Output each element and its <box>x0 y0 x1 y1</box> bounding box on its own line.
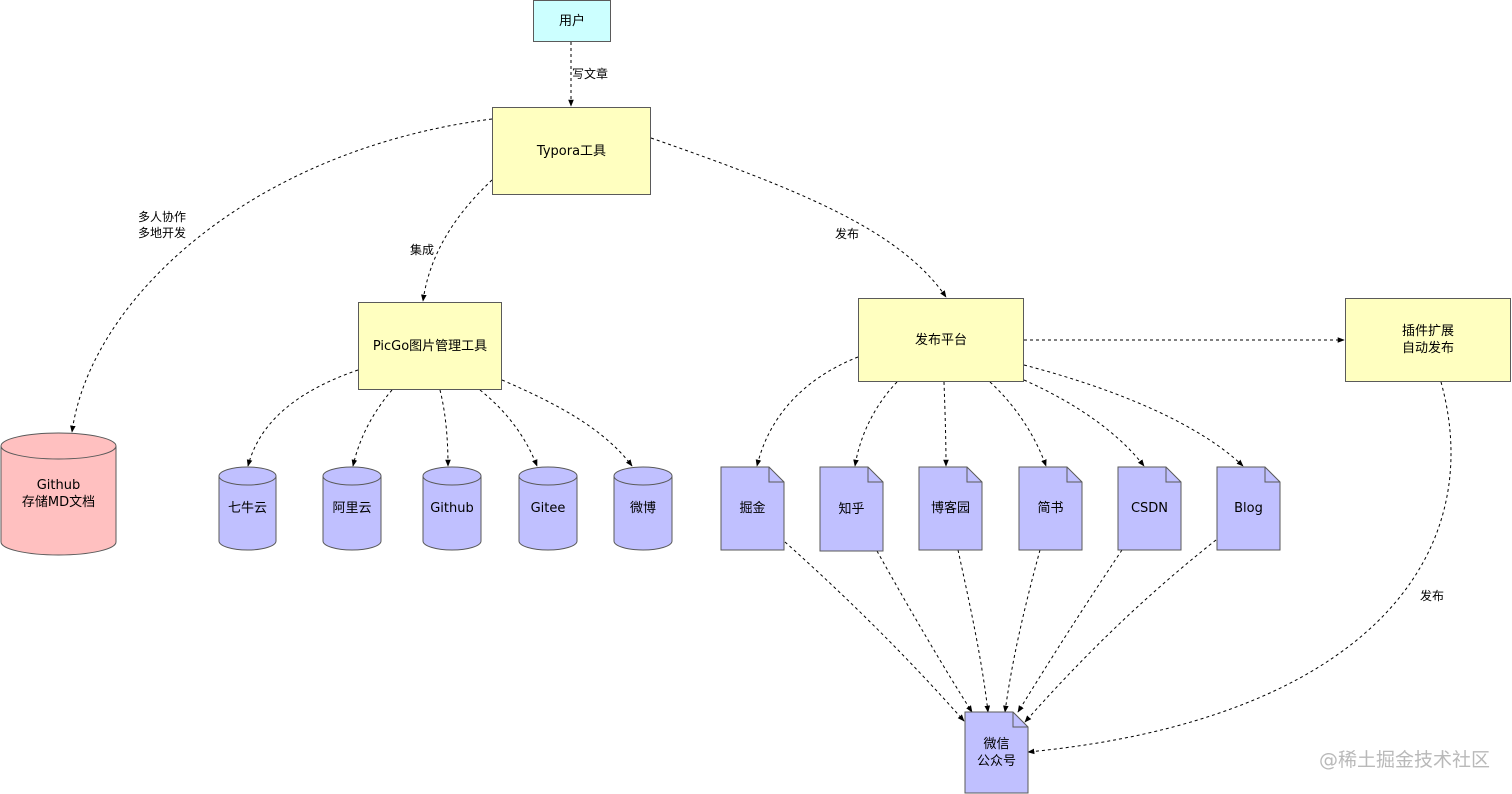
node-user-label: 用户 <box>558 13 585 29</box>
document-shape <box>1216 466 1281 551</box>
node-csdn[interactable]: CSDN <box>1117 466 1182 551</box>
edge-typora-platform <box>650 137 947 298</box>
node-wechat[interactable]: 微信 公众号 <box>964 711 1029 794</box>
node-aliyun-label: 阿里云 <box>332 501 372 516</box>
cylinder-shape <box>218 466 277 551</box>
edge-label-publish-plugin: 发布 <box>1420 589 1445 603</box>
edge-csdn-wechat <box>1017 549 1123 713</box>
edge-label-write: 写文章 <box>572 67 609 81</box>
node-aliyun[interactable]: 阿里云 <box>322 466 382 551</box>
edge-jianshu-wechat <box>1003 549 1041 713</box>
node-wechat-label: 微信 公众号 <box>976 736 1016 769</box>
node-github-label: Github <box>430 501 474 516</box>
edge-blog-wechat <box>1024 539 1217 723</box>
node-zhihu-label: 知乎 <box>838 501 865 517</box>
edge-picgo-qiniu <box>246 369 359 467</box>
edge-label-integrate: 集成 <box>410 243 435 257</box>
node-github-repo[interactable]: Github 存储MD文档 <box>0 432 117 556</box>
node-csdn-label: CSDN <box>1130 501 1169 516</box>
node-blog[interactable]: Blog <box>1216 466 1281 551</box>
node-picgo[interactable]: PicGo图片管理工具 <box>358 302 502 390</box>
document-shape <box>918 466 983 551</box>
node-cnblogs[interactable]: 博客园 <box>918 466 983 551</box>
node-github-repo-label: Github 存储MD文档 <box>21 478 96 510</box>
edge-juejin-wechat <box>784 541 965 722</box>
edge-picgo-gitee <box>479 389 538 467</box>
node-blog-label: Blog <box>1234 501 1263 516</box>
node-plugin[interactable]: 插件扩展 自动发布 <box>1345 298 1511 382</box>
node-jianshu[interactable]: 简书 <box>1018 466 1083 551</box>
edge-picgo-github <box>439 389 451 467</box>
edge-label-publish: 发布 <box>835 227 860 241</box>
edge-platform-csdn <box>1023 379 1145 467</box>
node-platform-label: 发布平台 <box>914 332 967 348</box>
node-gitee[interactable]: Gitee <box>518 466 578 551</box>
node-qiniu[interactable]: 七牛云 <box>218 466 277 551</box>
node-juejin[interactable]: 掘金 <box>720 466 785 551</box>
edge-platform-blog <box>1023 364 1244 467</box>
document-shape <box>1117 466 1182 551</box>
node-platform[interactable]: 发布平台 <box>858 298 1024 382</box>
node-qiniu-label: 七牛云 <box>227 501 267 516</box>
cylinder-shape <box>613 466 673 551</box>
document-shape <box>819 466 884 552</box>
node-plugin-label: 插件扩展 自动发布 <box>1401 324 1454 356</box>
edge-platform-juejin <box>755 356 859 467</box>
node-cnblogs-label: 博客园 <box>930 501 970 516</box>
edge-platform-cnblogs <box>943 381 949 467</box>
edge-picgo-weibo <box>501 379 633 467</box>
node-jianshu-label: 简书 <box>1037 501 1064 516</box>
edge-picgo-aliyun <box>351 389 393 467</box>
edge-zhihu-wechat <box>876 550 973 713</box>
edge-cnblogs-wechat <box>957 549 991 713</box>
cylinder-shape <box>518 466 578 551</box>
edge-typora-picgo <box>421 179 493 302</box>
watermark: @稀土掘金技术社区 <box>1318 749 1490 771</box>
node-picgo-label: PicGo图片管理工具 <box>372 338 488 354</box>
node-user[interactable]: 用户 <box>533 0 611 42</box>
node-typora[interactable]: Typora工具 <box>492 107 651 195</box>
node-juejin-label: 掘金 <box>739 501 766 516</box>
node-gitee-label: Gitee <box>530 501 566 516</box>
document-shape <box>1018 466 1083 551</box>
edge-label-collab: 多人协作 多地开发 <box>138 210 187 240</box>
node-zhihu[interactable]: 知乎 <box>819 466 884 552</box>
node-weibo-label: 微博 <box>629 501 656 516</box>
document-shape <box>720 466 785 551</box>
node-typora-label: Typora工具 <box>536 143 607 159</box>
edge-plugin-wechat <box>1027 381 1452 755</box>
edge-typora-github-repo <box>70 118 493 433</box>
edge-platform-jianshu <box>989 381 1047 467</box>
node-weibo[interactable]: 微博 <box>613 466 673 551</box>
cylinder-shape <box>422 466 482 551</box>
cylinder-shape <box>322 466 382 551</box>
node-github[interactable]: Github <box>422 466 482 551</box>
edge-platform-zhihu <box>853 381 898 467</box>
cylinder-shape <box>0 432 117 556</box>
